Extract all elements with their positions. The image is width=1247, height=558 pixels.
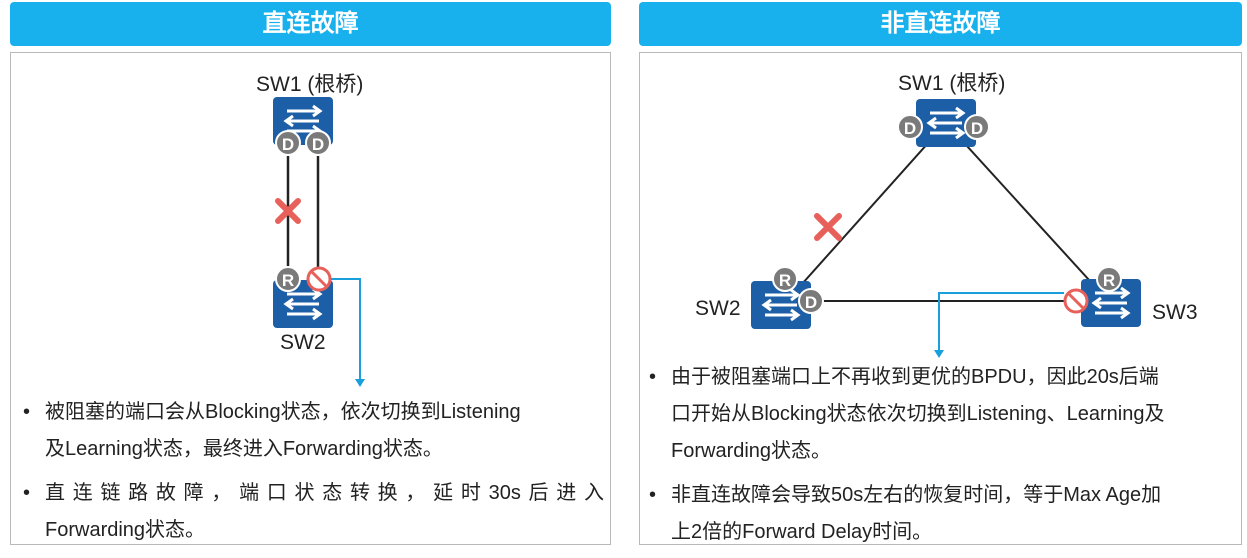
indirect-fault-diagram: D D R D R	[751, 99, 1141, 358]
sw1-label: SW1 (根桥)	[256, 73, 364, 96]
svg-text:D: D	[904, 119, 916, 138]
blocked-port-icon	[1063, 288, 1089, 314]
direct-fault-panel: 直连故障 D	[10, 2, 611, 545]
svg-text:D: D	[312, 135, 324, 154]
list-item: 由于被阻塞端口上不再收到更优的BPDU，因此20s后端 口开始从Blocking…	[645, 359, 1237, 470]
list-item: 直连链路故障，端口状态转换，延时30s后进入 Forwarding状态。	[19, 475, 604, 549]
list-item: 被阻塞的端口会从Blocking状态，依次切换到Listening 及Learn…	[19, 394, 604, 468]
sw1-label: SW1 (根桥)	[898, 72, 1006, 95]
svg-text:R: R	[779, 271, 791, 290]
root-port: R	[275, 266, 301, 292]
link-sw1-sw3	[945, 122, 1111, 304]
svg-text:D: D	[971, 119, 983, 138]
switch-icon	[1081, 279, 1141, 327]
designated-port-left: D	[275, 130, 301, 156]
blocked-port-icon	[306, 266, 332, 292]
panel-title: 直连故障	[10, 2, 611, 46]
root-port-sw2: R	[772, 266, 798, 292]
sw3-label: SW3	[1152, 301, 1198, 324]
svg-text:R: R	[1103, 271, 1115, 290]
bullet-list: 被阻塞的端口会从Blocking状态，依次切换到Listening 及Learn…	[19, 394, 604, 556]
diagram-box: D D R	[10, 52, 611, 545]
designated-port-sw1-right: D	[964, 114, 990, 140]
link-sw1-sw2	[784, 122, 947, 304]
indirect-fault-panel: 非直连故障	[639, 2, 1242, 545]
sw2-label: SW2	[280, 331, 326, 354]
arrow-down-icon	[331, 278, 365, 387]
root-port-sw3: R	[1096, 266, 1122, 292]
designated-port-sw1-left: D	[897, 114, 923, 140]
bullet-list: 由于被阻塞端口上不再收到更优的BPDU，因此20s后端 口开始从Blocking…	[645, 359, 1237, 558]
switch-icon	[916, 99, 976, 147]
fault-x-icon	[275, 198, 301, 224]
diagram-box: D D R D R	[639, 52, 1242, 545]
svg-text:D: D	[805, 293, 817, 312]
fault-x-icon	[814, 213, 842, 241]
sw2-label: SW2	[695, 297, 741, 320]
designated-port-right: D	[305, 130, 331, 156]
svg-text:R: R	[282, 271, 294, 290]
direct-fault-diagram: D D R	[273, 97, 365, 387]
arrow-down-icon	[934, 292, 1064, 358]
svg-text:D: D	[282, 135, 294, 154]
switch-icon	[751, 281, 811, 329]
panel-title: 非直连故障	[639, 2, 1242, 46]
list-item: 非直连故障会导致50s左右的恢复时间，等于Max Age加 上2倍的Forwar…	[645, 477, 1237, 551]
designated-port-sw2: D	[798, 288, 824, 314]
